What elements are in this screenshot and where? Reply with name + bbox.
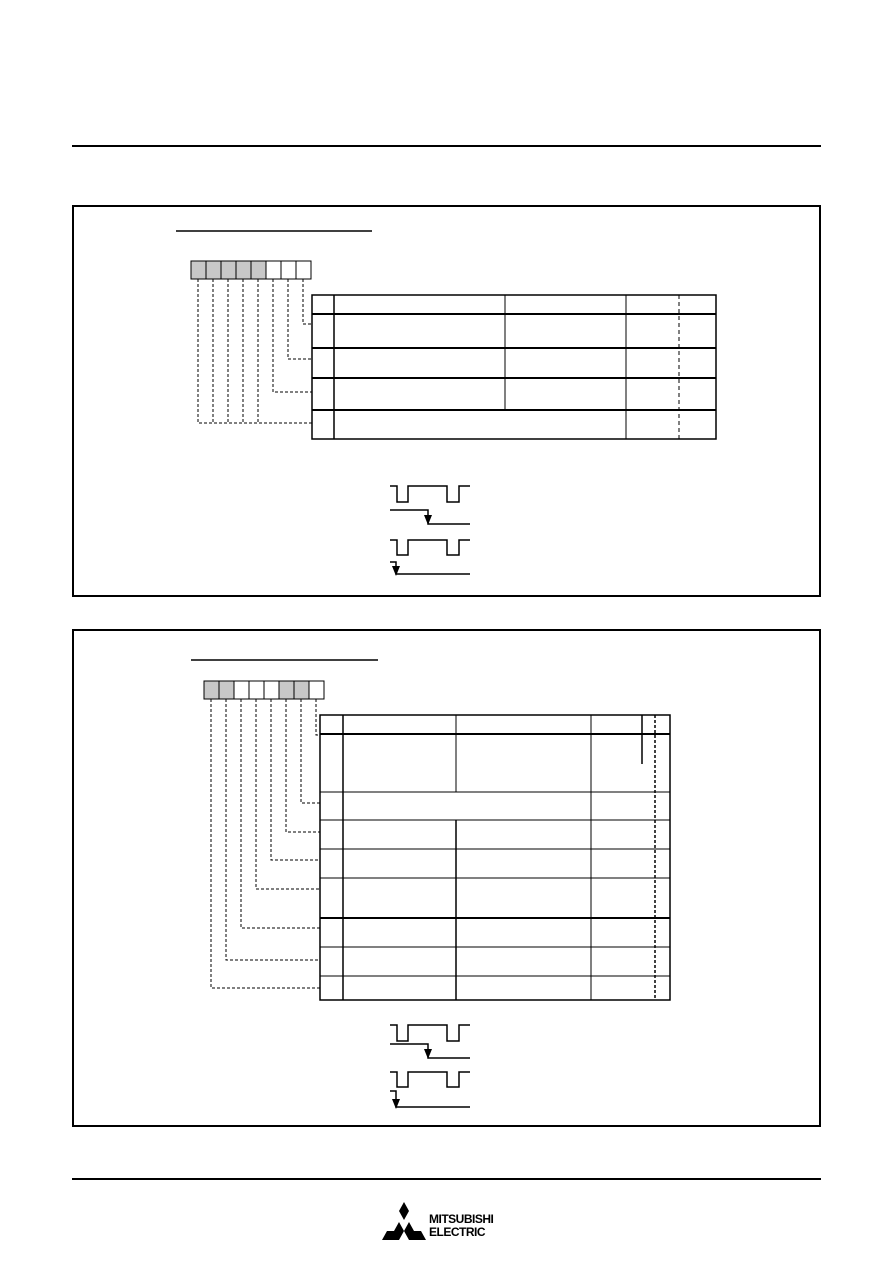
register-panel-1 xyxy=(72,205,821,597)
timing-diagram-1 xyxy=(390,485,470,576)
timing-diagram-2 xyxy=(390,1024,470,1109)
bit-box-6 xyxy=(205,260,222,280)
bit-box-7 xyxy=(203,680,220,700)
bit-box-5 xyxy=(220,260,237,280)
mitsubishi-logo: MITSUBISHI ELECTRIC xyxy=(382,1200,522,1244)
bit-box-row xyxy=(203,680,325,700)
brand-name-line1: MITSUBISHI xyxy=(429,1212,494,1226)
three-diamonds-icon xyxy=(382,1202,426,1240)
bit-box-4 xyxy=(248,680,265,700)
bit-box-1 xyxy=(293,680,310,700)
bit-box-row xyxy=(190,260,312,280)
bit-box-3 xyxy=(250,260,267,280)
brand-name-line2: ELECTRIC xyxy=(429,1225,486,1239)
bit-table xyxy=(319,714,671,1001)
register-panel-2 xyxy=(72,629,821,1127)
register-diagram-2 xyxy=(191,659,671,1109)
bit-leader-lines xyxy=(210,699,321,989)
bit-box-2 xyxy=(278,680,295,700)
bit-box-5 xyxy=(233,680,250,700)
bit-box-4 xyxy=(235,260,252,280)
header-rule xyxy=(72,145,821,147)
bit-box-3 xyxy=(263,680,280,700)
footer-rule xyxy=(72,1178,821,1180)
bit-box-1 xyxy=(280,260,297,280)
bit-box-0 xyxy=(295,260,312,280)
bit-box-0 xyxy=(308,680,325,700)
bit-box-6 xyxy=(218,680,235,700)
bit-table xyxy=(311,294,717,440)
register-diagram-1 xyxy=(176,230,717,576)
bit-box-7 xyxy=(190,260,207,280)
bit-box-2 xyxy=(265,260,282,280)
bit-leader-lines xyxy=(197,279,313,424)
